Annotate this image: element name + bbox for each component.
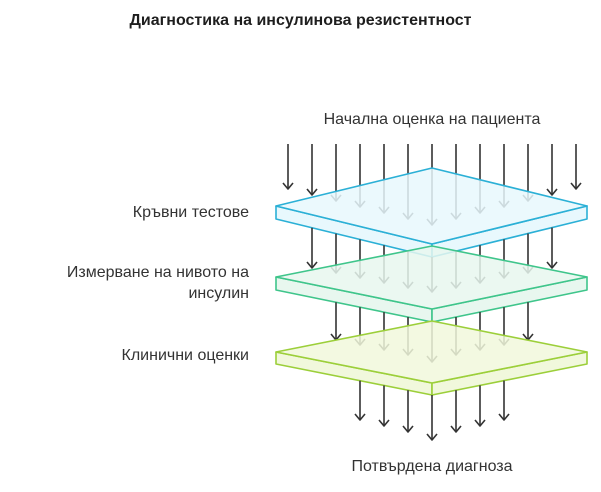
- arrow-l1-l2-8: [522, 302, 534, 341]
- arrow-l1-l2-0: [330, 302, 342, 341]
- output-arrow-2: [402, 390, 414, 433]
- layer-label-insulin-measurement: Измерване на нивото на инсулин: [66, 264, 249, 302]
- input-arrow-12: [570, 144, 582, 190]
- arrow-l0-l1-0: [306, 227, 318, 269]
- input-arrow-11: [546, 144, 558, 196]
- layer-label-blood-tests: Кръвни тестове: [132, 204, 249, 221]
- output-arrow-0: [354, 380, 366, 421]
- output-arrow-1: [378, 385, 390, 427]
- input-arrow-1: [306, 144, 318, 196]
- arrow-l0-l1-10: [546, 227, 558, 269]
- output-arrow-5: [474, 385, 486, 427]
- input-arrow-0: [282, 144, 294, 190]
- layer-2-top-face: [275, 320, 588, 384]
- layer-0-top-face: [275, 167, 588, 245]
- output-arrow-6: [498, 380, 510, 421]
- input-label: Начална оценка на пациента: [323, 111, 541, 128]
- output-label: Потвърдена диагноза: [351, 458, 513, 475]
- layer-label-clinical-assessments: Клинични оценки: [121, 347, 249, 364]
- output-arrow-4: [450, 390, 462, 433]
- diagram-title: Диагностика на инсулинова резистентност: [129, 12, 472, 29]
- layer-1-top-face: [275, 245, 588, 310]
- output-arrow-3: [426, 395, 438, 441]
